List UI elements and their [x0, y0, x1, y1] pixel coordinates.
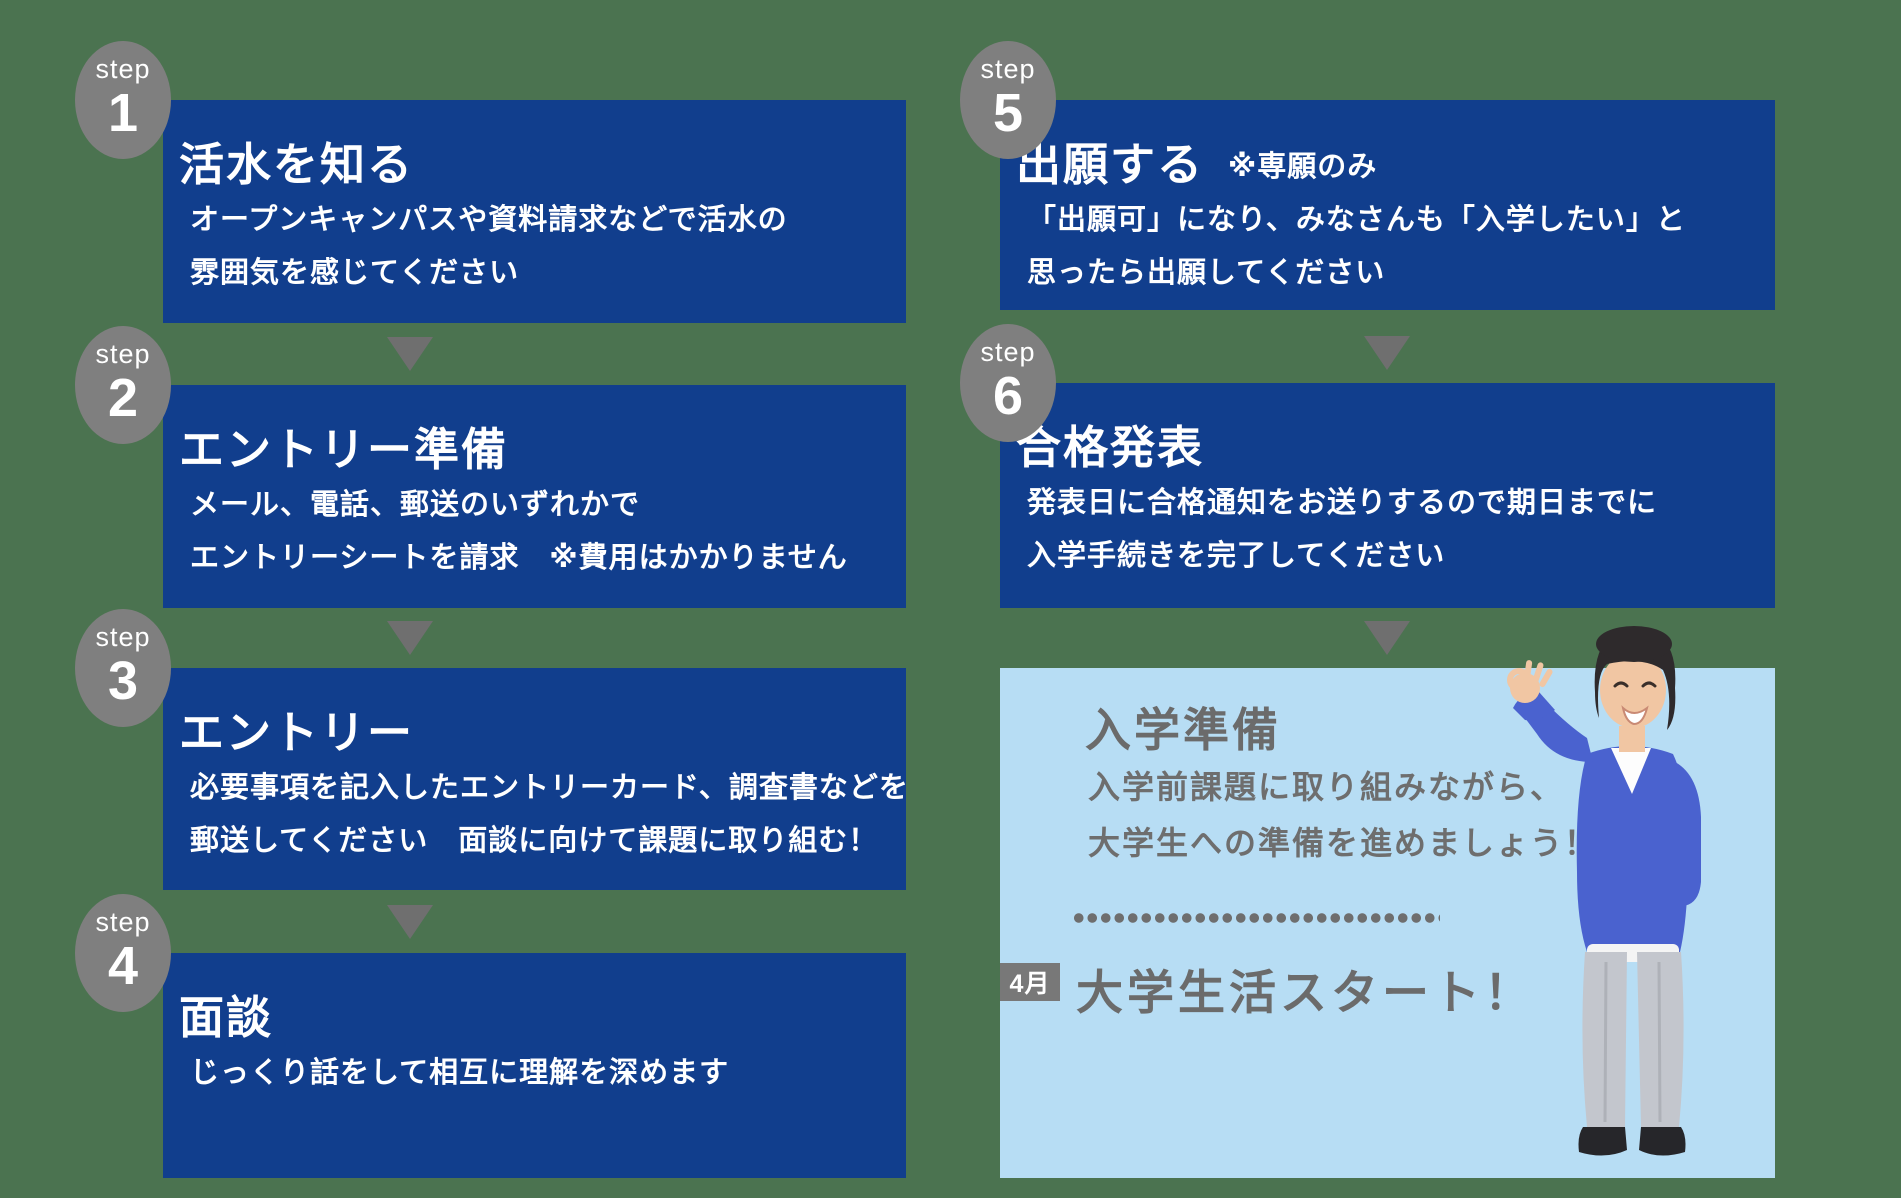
arrow-down-icon: [1364, 621, 1410, 655]
step-5-title-note: ※専願のみ: [1228, 151, 1378, 183]
step-2-label: step: [95, 339, 151, 369]
step-5-badge: step 5: [960, 41, 1056, 159]
step-5-number: 5: [992, 83, 1024, 143]
step-5-description-line-2: 思ったら出願してください: [1027, 257, 1386, 289]
step-3-box: エントリー 必要事項を記入したエントリーカード、調査書などを 郵送してください …: [163, 668, 909, 890]
enrollment-preparation-title: 入学準備: [1085, 704, 1281, 756]
step-5-box: 出願する※専願のみ 「出願可」になり、みなさんも「入学したい」と 思ったら出願し…: [1000, 100, 1775, 310]
step-3-title: エントリー: [179, 707, 415, 758]
step-1-number: 1: [107, 83, 139, 143]
april-badge: 4月: [1000, 963, 1060, 1001]
step-1-badge: step 1: [75, 41, 171, 159]
step-5-label: step: [980, 54, 1036, 84]
step-4-description-line-1: じっくり話をして相互に理解を深めます: [190, 1057, 730, 1089]
enrollment-description-line-2: 大学生への準備を進めましょう！: [1088, 825, 1599, 861]
step-3-description-line-2: 郵送してください 面談に向けて課題に取り組む！: [190, 825, 879, 857]
step-4-number: 4: [107, 936, 139, 996]
arrow-down-icon: [387, 905, 433, 939]
step-2-number: 2: [107, 368, 139, 428]
step-6-title: 合格発表: [1016, 422, 1205, 473]
step-4-box: 面談 じっくり話をして相互に理解を深めます: [163, 953, 906, 1178]
step-1-label: step: [95, 54, 151, 84]
arrow-down-icon: [1364, 336, 1410, 370]
step-2-title: エントリー準備: [179, 424, 509, 475]
step-3-description-line-1: 必要事項を記入したエントリーカード、調査書などを: [190, 772, 909, 804]
step-2-description-line-1: メール、電話、郵送のいずれかで: [190, 489, 641, 521]
step-6-box: 合格発表 発表日に合格通知をお送りするので期日までに 入学手続きを完了してくださ…: [1000, 383, 1775, 608]
enrollment-description-line-1: 入学前課題に取り組みながら、: [1088, 769, 1565, 805]
step-4-badge: step 4: [75, 894, 171, 1012]
step-4-label: step: [95, 907, 151, 937]
step-6-label: step: [980, 337, 1036, 367]
student-photo: [1507, 626, 1701, 1156]
step-1-title: 活水を知る: [179, 139, 415, 190]
step-1-description-line-2: 雰囲気を感じてください: [190, 257, 520, 289]
step-6-number: 6: [992, 366, 1024, 426]
dotted-divider: [1072, 912, 1440, 924]
step-1-box: 活水を知る オープンキャンパスや資料請求などで活水の 雰囲気を感じてください: [163, 100, 906, 323]
step-6-badge: step 6: [960, 324, 1056, 442]
step-6-description-line-1: 発表日に合格通知をお送りするので期日までに: [1027, 487, 1658, 519]
step-5-description-line-1: 「出願可」になり、みなさんも「入学したい」と: [1027, 204, 1686, 236]
step-2-description-line-2: エントリーシートを請求 ※費用はかかりません: [190, 542, 848, 574]
arrow-down-icon: [387, 621, 433, 655]
step-4-title: 面談: [179, 992, 274, 1043]
arrow-down-icon: [387, 337, 433, 371]
university-life-start-text: 大学生活スタート！: [1076, 966, 1535, 1019]
step-3-badge: step 3: [75, 609, 171, 727]
step-3-label: step: [95, 622, 151, 652]
step-6-description-line-2: 入学手続きを完了してください: [1027, 540, 1446, 572]
step-2-badge: step 2: [75, 326, 171, 444]
step-1-description-line-1: オープンキャンパスや資料請求などで活水の: [190, 204, 788, 236]
step-2-box: エントリー準備 メール、電話、郵送のいずれかで エントリーシートを請求 ※費用は…: [163, 385, 906, 608]
step-5-title: 出願する※専願のみ: [1016, 139, 1378, 190]
step-3-number: 3: [107, 651, 139, 711]
